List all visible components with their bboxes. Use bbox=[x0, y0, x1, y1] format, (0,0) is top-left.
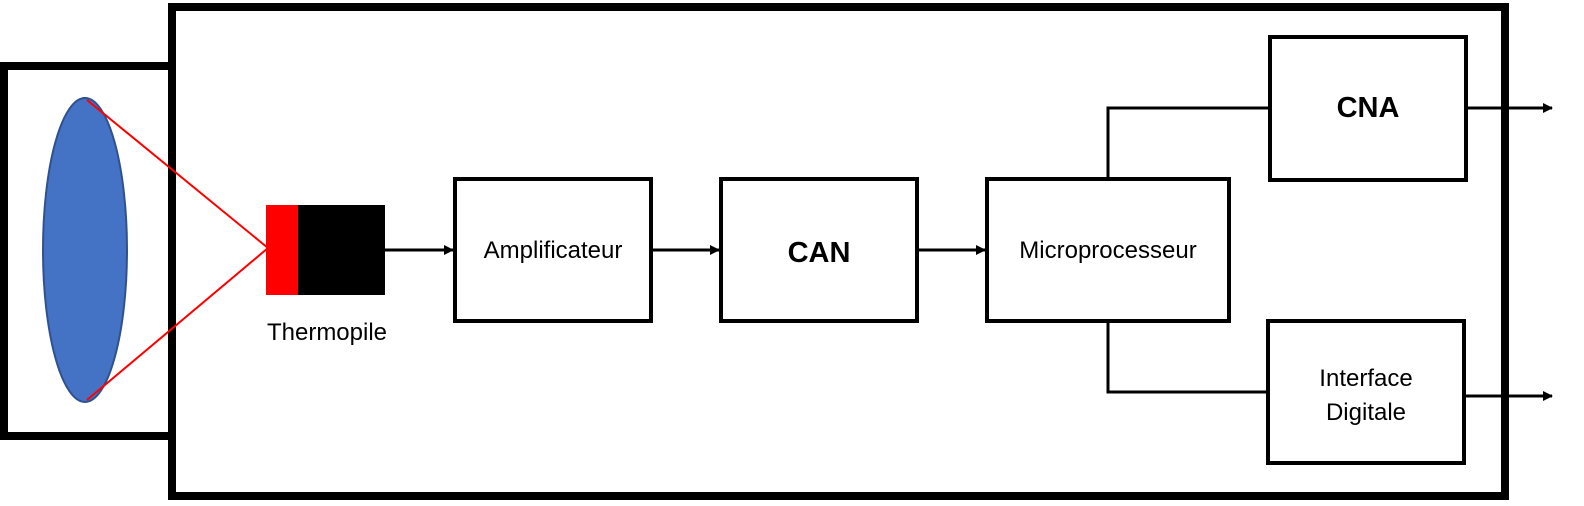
thermopile-body bbox=[298, 205, 385, 295]
lens-icon bbox=[42, 97, 128, 403]
adc-label: CAN bbox=[788, 237, 851, 269]
digital-interface-block bbox=[1266, 319, 1466, 465]
thermopile-sensor bbox=[266, 205, 385, 295]
amplifier-block bbox=[453, 177, 653, 323]
adc-block bbox=[719, 177, 919, 323]
dac-label: CNA bbox=[1337, 92, 1400, 124]
dac-block bbox=[1268, 35, 1468, 182]
thermopile-label: Thermopile bbox=[267, 319, 387, 346]
focus-ray-top bbox=[86, 99, 269, 249]
focus-ray-bottom bbox=[86, 247, 269, 401]
connector-microprocessor-to-dac bbox=[1106, 106, 1270, 179]
amplifier-label: Amplificateur bbox=[484, 237, 623, 264]
connector-microprocessor-to-digital-interface bbox=[1106, 321, 1268, 394]
digital-interface-label-line2: Digitale bbox=[1326, 399, 1406, 426]
microprocessor-label: Microprocesseur bbox=[1019, 237, 1196, 264]
thermopile-hot-junction bbox=[266, 205, 300, 295]
digital-interface-label-line1: Interface bbox=[1319, 365, 1412, 392]
microprocessor-block bbox=[985, 177, 1231, 323]
